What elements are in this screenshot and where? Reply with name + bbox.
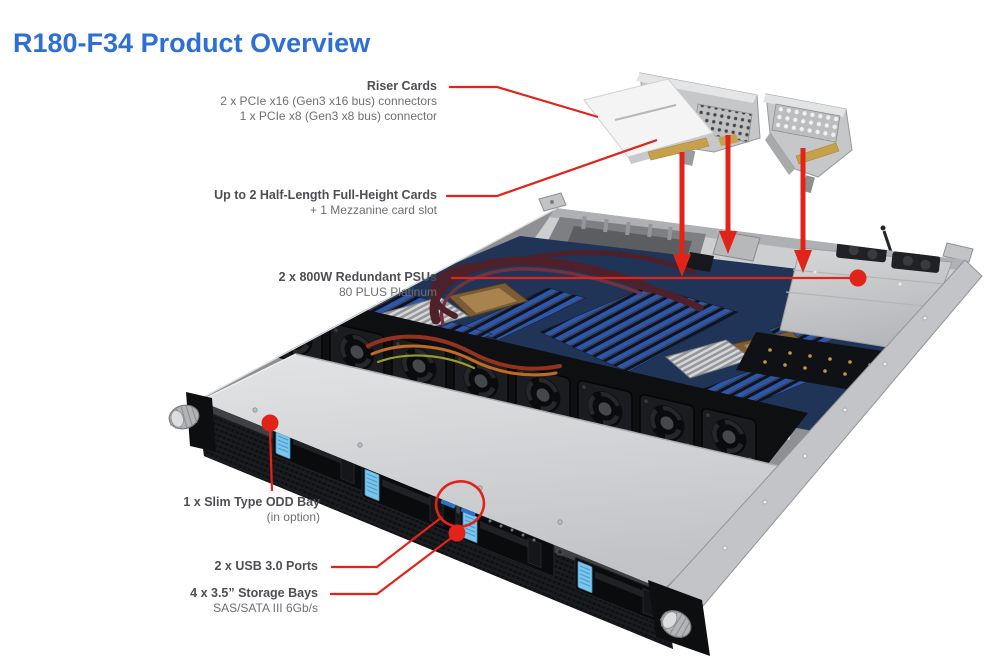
riser-card-left: [583, 72, 761, 166]
callout-detail: (in option): [266, 510, 320, 524]
riser-card-right: [763, 93, 853, 194]
cable-loom: [429, 250, 704, 326]
callout-line-riser-cards: [449, 85, 599, 119]
callout-title: Up to 2 Half-Length Full-Height Cards: [214, 188, 437, 202]
callout-line-odd: [268, 429, 274, 492]
gold-edge-connector: [795, 142, 840, 165]
callout-storage-bays: 4 x 3.5” Storage Bays SAS/SATA III 6Gb/s: [190, 586, 318, 616]
odd-endpoint-dot: [261, 414, 279, 432]
page-title: R180-F34 Product Overview: [13, 28, 371, 58]
gold-edge-connector: [647, 137, 710, 161]
callout-line-usb: [331, 516, 443, 569]
annotations: [261, 85, 867, 596]
storage-endpoint-dot: [448, 524, 466, 542]
callout-line-storage: [330, 534, 456, 596]
callout-title: 4 x 3.5” Storage Bays: [190, 586, 318, 600]
rear-bracket-right: [942, 242, 974, 263]
dimm-bank: [539, 285, 739, 373]
callout-detail: 80 PLUS Platinum: [338, 285, 437, 299]
callout-detail: 1 x PCIe x8 (Gen3 x8 bus) connector: [239, 109, 437, 123]
callout-odd-bay: 1 x Slim Type ODD Bay (in option): [183, 495, 320, 525]
callout-line-expansion: [446, 138, 658, 198]
callout-expansion-cards: Up to 2 Half-Length Full-Height Cards + …: [214, 188, 437, 218]
install-arrowhead: [719, 231, 737, 254]
callout-title: 1 x Slim Type ODD Bay: [183, 495, 320, 509]
psu-endpoint-dot: [849, 269, 867, 287]
install-arrowhead: [794, 250, 812, 273]
usb-highlight-circle: [434, 480, 486, 528]
callout-title: 2 x 800W Redundant PSUs: [278, 270, 437, 284]
callout-usb-ports: 2 x USB 3.0 Ports: [214, 559, 318, 574]
callout-detail: SAS/SATA III 6Gb/s: [213, 601, 318, 615]
front-led-strip: [488, 519, 536, 542]
callout-title: 2 x USB 3.0 Ports: [214, 559, 318, 573]
antenna: [882, 230, 893, 253]
callout-riser-cards: Riser Cards 2 x PCIe x16 (Gen3 x16 bus) …: [220, 79, 437, 124]
callout-detail: 2 x PCIe x16 (Gen3 x16 bus) connectors: [220, 94, 437, 108]
callout-title: Riser Cards: [366, 79, 437, 93]
callout-psu: 2 x 800W Redundant PSUs 80 PLUS Platinum: [279, 270, 437, 300]
install-arrowhead: [673, 254, 691, 277]
callout-detail: + 1 Mezzanine card slot: [309, 203, 437, 217]
